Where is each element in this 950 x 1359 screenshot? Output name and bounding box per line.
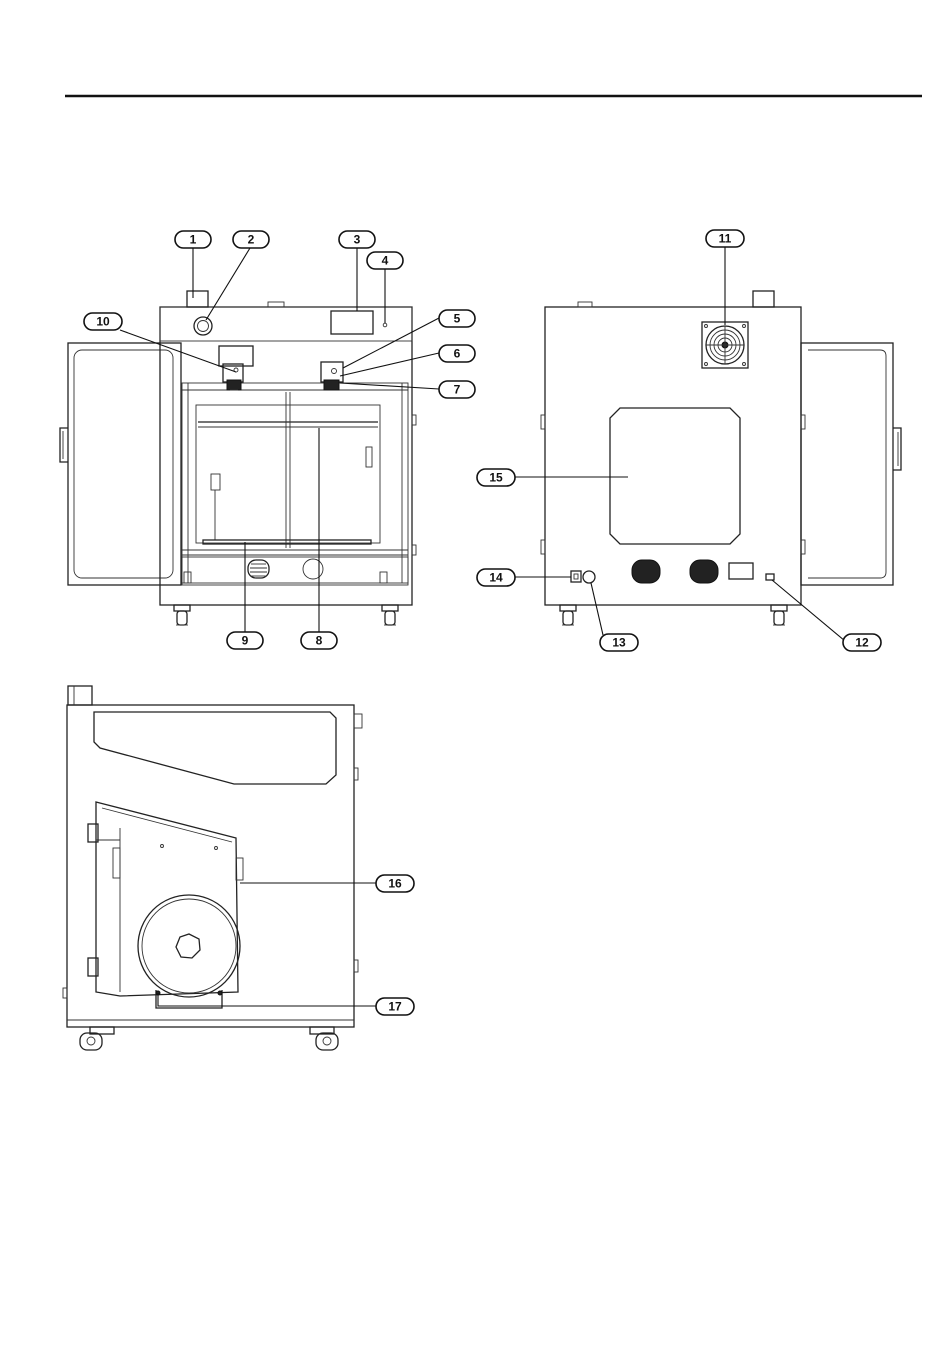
front-view-right-extruder bbox=[321, 362, 343, 390]
rear-view-body bbox=[545, 307, 801, 605]
callout-13-label: 13 bbox=[612, 636, 626, 650]
callout-8: 8 bbox=[301, 632, 337, 649]
front-view-casters bbox=[174, 605, 398, 625]
front-view-exhaust bbox=[187, 291, 208, 307]
callout-7: 7 bbox=[439, 381, 475, 398]
callout-15-label: 15 bbox=[489, 471, 503, 485]
callout-11: 11 bbox=[706, 230, 744, 247]
callout-15: 15 bbox=[477, 469, 515, 486]
callout-9: 9 bbox=[227, 632, 263, 649]
callout-14: 14 bbox=[477, 569, 515, 586]
callout-16: 16 bbox=[376, 875, 414, 892]
callout-17-label: 17 bbox=[388, 1000, 402, 1014]
callout-1-label: 1 bbox=[190, 233, 197, 247]
callout-5-label: 5 bbox=[454, 312, 461, 326]
side-view-spool bbox=[138, 895, 240, 1008]
callout-16-label: 16 bbox=[388, 877, 402, 891]
rear-view bbox=[541, 291, 901, 625]
rear-view-window bbox=[610, 408, 740, 544]
front-view-screen bbox=[331, 311, 373, 334]
callout-10-label: 10 bbox=[96, 315, 110, 329]
callout-14-label: 14 bbox=[489, 571, 503, 585]
side-view-filament-compartment bbox=[88, 802, 243, 996]
callout-4-label: 4 bbox=[382, 254, 389, 268]
callout-1: 1 bbox=[175, 231, 211, 248]
rear-view-fan bbox=[702, 322, 748, 368]
callout-9-label: 9 bbox=[242, 634, 249, 648]
callout-3-label: 3 bbox=[354, 233, 361, 247]
callout-3: 3 bbox=[339, 231, 375, 248]
callout-12-label: 12 bbox=[855, 636, 869, 650]
front-view-print-bed bbox=[203, 540, 371, 544]
callout-2-label: 2 bbox=[248, 233, 255, 247]
callout-10: 10 bbox=[84, 313, 122, 330]
front-view bbox=[60, 291, 416, 625]
callout-6-label: 6 bbox=[454, 347, 461, 361]
side-view-casters bbox=[80, 1027, 338, 1050]
front-view-open-door bbox=[60, 343, 181, 585]
callout-8-label: 8 bbox=[316, 634, 323, 648]
callout-7-label: 7 bbox=[454, 383, 461, 397]
side-view-window bbox=[94, 712, 336, 784]
callout-12: 12 bbox=[843, 634, 881, 651]
callout-17: 17 bbox=[376, 998, 414, 1015]
rear-view-open-door bbox=[801, 343, 901, 585]
side-view-body bbox=[67, 705, 354, 1027]
callout-4: 4 bbox=[367, 252, 403, 269]
front-view-vent bbox=[248, 560, 269, 578]
rear-view-casters bbox=[560, 605, 787, 625]
callout-5: 5 bbox=[439, 310, 475, 327]
callout-6: 6 bbox=[439, 345, 475, 362]
side-view bbox=[63, 686, 362, 1050]
callout-13: 13 bbox=[600, 634, 638, 651]
rear-view-ports bbox=[571, 560, 774, 583]
front-view-knob bbox=[194, 317, 212, 335]
callout-11-label: 11 bbox=[719, 232, 732, 246]
callout-2: 2 bbox=[233, 231, 269, 248]
